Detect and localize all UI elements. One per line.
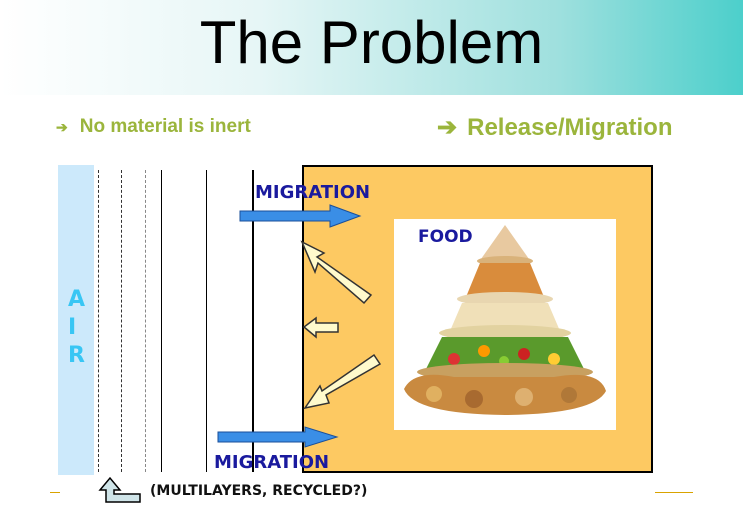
- air-letter: I: [68, 315, 77, 340]
- recycled-arrow-icon: [98, 476, 141, 503]
- migration-label-top: MIGRATION: [255, 182, 371, 203]
- layer-line: [98, 170, 99, 472]
- slide-title: The Problem: [199, 9, 544, 76]
- arrow-right-icon: ➔: [437, 114, 458, 141]
- migration-arrow-top: [239, 204, 362, 228]
- air-zone: [58, 165, 94, 475]
- arrow-right-icon: ➔: [56, 119, 68, 135]
- title-bar: [0, 0, 743, 95]
- bullet-release-migration: ➔Release/Migration: [437, 114, 673, 141]
- migration-label-bottom: MIGRATION: [214, 452, 330, 473]
- caption-multilayers: (MULTILAYERS, RECYCLED?): [150, 483, 368, 499]
- migration-arrow-bottom: [217, 426, 339, 448]
- bullet-no-material-inert: ➔No material is inert: [56, 116, 251, 137]
- food-pyramid-image: [394, 219, 616, 430]
- footer-line: [655, 492, 693, 493]
- release-arrow: [300, 240, 382, 410]
- air-letter: R: [68, 343, 85, 368]
- layer-line: [252, 170, 254, 472]
- food-label: FOOD: [418, 227, 473, 247]
- layer-line: [206, 170, 207, 472]
- layer-line: [121, 170, 122, 472]
- air-letter: A: [68, 287, 86, 312]
- layer-line: [145, 170, 146, 472]
- footer-line: [50, 492, 60, 493]
- layer-line: [161, 170, 162, 472]
